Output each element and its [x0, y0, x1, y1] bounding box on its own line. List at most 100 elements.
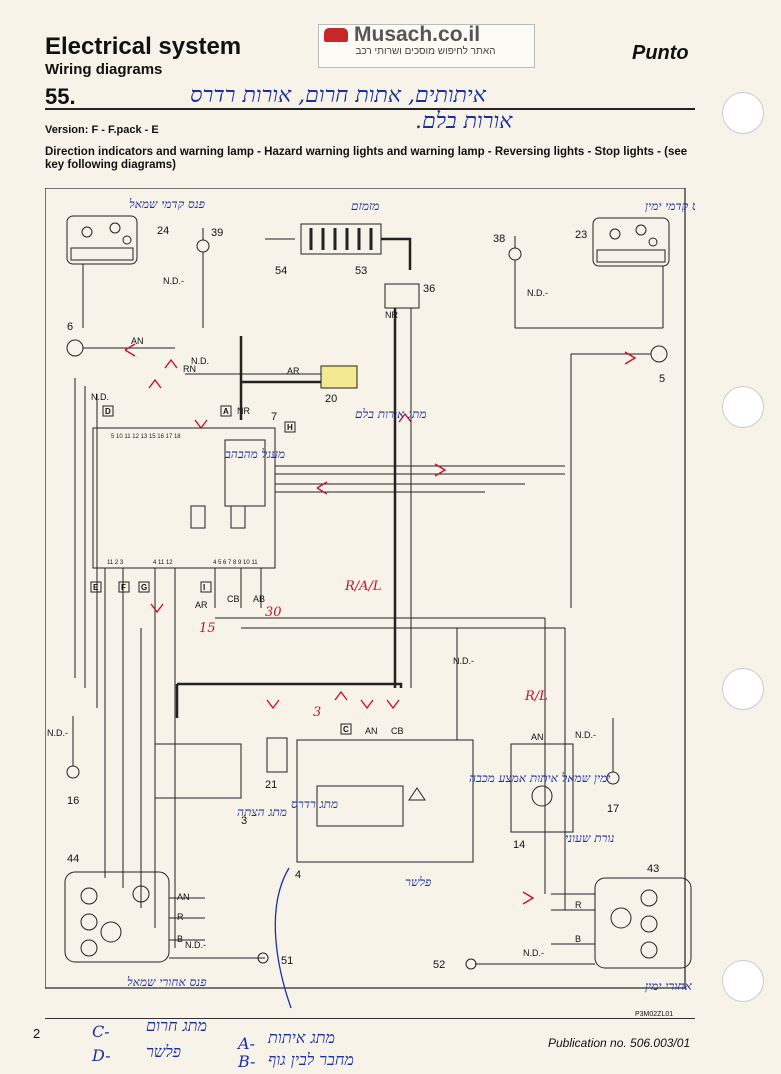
label-52: 52 — [433, 959, 445, 971]
hazard-switch-4 — [296, 739, 474, 863]
wire-code: AN — [177, 892, 190, 902]
handwritten-title-2: אורות בלם. — [415, 109, 513, 134]
label-21: 21 — [265, 779, 277, 791]
note-hazard: ימין שמאל איתות אמצע מכבה — [469, 771, 610, 785]
binder-hole — [722, 668, 764, 710]
note-rear-left: פנס אחורי שמאל — [127, 975, 206, 989]
note-flasher: פלשר — [405, 875, 431, 889]
brand-logo — [318, 24, 535, 68]
warning-lamp-14 — [510, 743, 574, 833]
wire-code: AN — [365, 726, 378, 736]
note-buzzer: מזמזם — [351, 199, 379, 213]
diagram-description: Direction indicators and warning lamp - … — [45, 146, 688, 171]
legend-c-code: C- — [92, 1022, 110, 1041]
label-54: 54 — [275, 265, 287, 277]
label-44: 44 — [67, 853, 79, 865]
note-rear-right: פנס אחורי ימין — [645, 979, 695, 993]
page-subtitle: Wiring diagrams — [45, 61, 163, 78]
note-3: 3 — [313, 705, 321, 720]
label-4: 4 — [295, 869, 301, 881]
note-circuit: מעגל מהבהב — [224, 447, 285, 461]
note-brake-switch: מתג אורות בלם — [355, 407, 426, 421]
brand-tagline: האתר לחיפוש מוסכים ושרותי רכב — [355, 46, 496, 57]
note-ignition: מתג הצתה — [237, 805, 287, 819]
wire-code: B — [177, 934, 183, 944]
wire-code: NR — [237, 406, 250, 416]
component-53-54 — [265, 223, 412, 270]
label-3: 3 — [241, 815, 247, 827]
wire-nd: N.D.- — [453, 656, 474, 666]
pins-bottom-mid: 4 11 12 — [153, 560, 173, 566]
wire-code: AN — [131, 336, 144, 346]
model-name: Punto — [632, 42, 689, 64]
note-ral: R/A/L — [344, 579, 382, 594]
car-icon — [324, 28, 348, 42]
front-right-lamp — [514, 217, 670, 329]
wire-nd: N.D.- — [185, 940, 206, 950]
ground-16 — [66, 765, 80, 779]
connector-G: G — [141, 583, 147, 592]
wire-nd: N.D. — [191, 356, 209, 366]
legend-a-text: מתג איתות — [268, 1028, 336, 1047]
wire-code: CB — [227, 594, 240, 604]
label-20: 20 — [325, 393, 337, 405]
legend-a-code: A- — [238, 1034, 255, 1053]
note-reverse: מתג רדרס — [291, 797, 338, 811]
pins-bottom-left: 11 2 3 — [107, 560, 124, 566]
note-30: 30 — [265, 605, 282, 620]
central-unit-7 — [92, 427, 276, 569]
connector-36 — [384, 283, 420, 309]
legend-b-code: B- — [238, 1052, 256, 1071]
label-53: 53 — [355, 265, 367, 277]
connector-H: H — [287, 423, 293, 432]
connector-A: A — [223, 407, 229, 416]
version-label: Version: F - F.pack - E — [45, 124, 159, 136]
header-rule — [45, 108, 695, 110]
rear-right-lamp-43 — [594, 877, 692, 969]
component-38 — [508, 236, 522, 298]
label-7: 7 — [271, 411, 277, 423]
legend-b-text: מחבר לבין גוף — [268, 1050, 354, 1069]
label-43: 43 — [647, 863, 659, 875]
wiring-diagram: 5 10 11 12 13 15 16 17 18 — [45, 188, 695, 1018]
wire-code: R — [575, 900, 582, 910]
label-51: 51 — [281, 955, 293, 967]
connector-D: D — [105, 407, 111, 416]
binder-hole — [722, 92, 764, 134]
wire-nd: N.D.- — [163, 276, 184, 286]
binder-hole — [722, 386, 764, 428]
wire-nd: N.D.- — [527, 288, 548, 298]
legend-d-code: D- — [92, 1046, 111, 1065]
label-23: 23 — [575, 229, 587, 241]
footer-rule — [45, 1018, 695, 1019]
page-title: Electrical system — [45, 33, 242, 60]
wire-code: RN — [183, 364, 196, 374]
connector-C: C — [343, 725, 349, 734]
label-39: 39 — [211, 227, 223, 239]
label-38: 38 — [493, 233, 505, 245]
component-39 — [196, 228, 210, 328]
connector-E: E — [93, 583, 99, 592]
side-repeater-6 — [66, 339, 84, 357]
side-repeater-5 — [650, 345, 668, 363]
brake-switch-20 — [320, 365, 358, 389]
binder-hole — [722, 960, 764, 1002]
wire-nd: N.D.- — [575, 730, 596, 740]
diagram-number: 55. — [45, 84, 76, 109]
legend-c-text: מתג חרום — [146, 1016, 208, 1035]
label-16: 16 — [67, 795, 79, 807]
publication-number: Publication no. 506.003/01 — [548, 1036, 691, 1050]
label-24: 24 — [157, 225, 169, 237]
handwritten-title: איתותים, אתות חרום, אורות רדרס — [190, 83, 486, 108]
note-rl: R/L — [524, 689, 548, 704]
ignition-switch-3 — [154, 743, 242, 799]
wire-nd: N.D. — [91, 392, 109, 402]
wire-code: AN — [531, 732, 544, 742]
connector-F: F — [121, 583, 126, 592]
legend-d-text: פלשר — [146, 1042, 182, 1061]
front-left-lamp — [66, 215, 138, 328]
connector-I: I — [203, 583, 205, 592]
wire-code: R — [177, 912, 184, 922]
wire-code: AR — [287, 366, 300, 376]
rear-left-lamp-44 — [64, 871, 170, 963]
